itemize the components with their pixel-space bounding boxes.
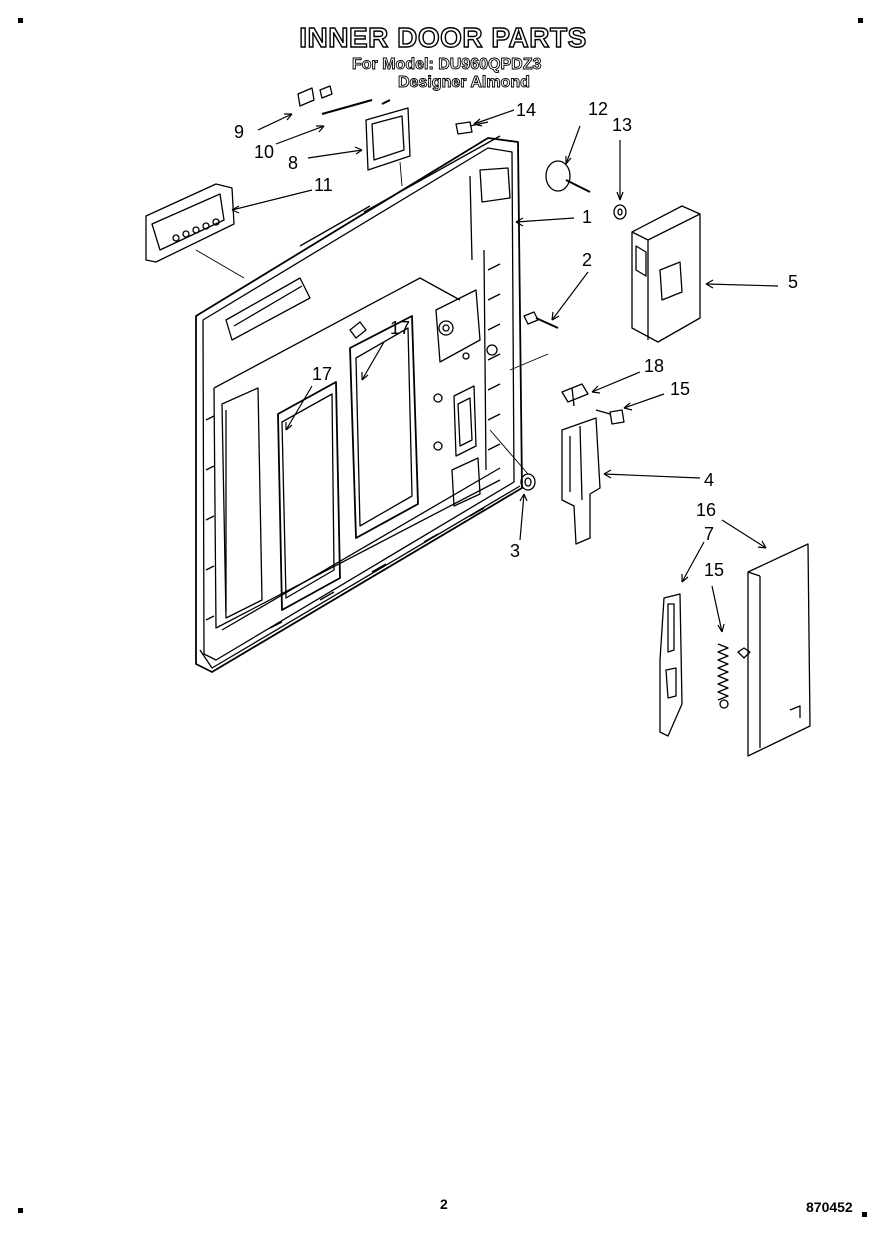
latch-housing-part-5 — [631, 205, 701, 343]
pin-part-2 — [523, 311, 559, 329]
corner-mark-top-left — [18, 18, 23, 23]
model-number: For Model: DU960QPDZ3 — [352, 56, 542, 74]
knob-part-13 — [545, 160, 591, 193]
callout-15-top: 14 — [516, 100, 537, 120]
inner-door-panel — [195, 135, 523, 673]
callout-17-left: 17 — [312, 364, 333, 384]
callout-12: 11 — [314, 175, 333, 195]
callout-arrows — [231, 109, 779, 633]
callout-3: 3 — [510, 541, 521, 561]
screw-part-15-top — [455, 121, 489, 135]
model-color: Designer Almond — [398, 74, 531, 92]
screw-part-15-right — [595, 409, 625, 425]
link-arm-part-7 — [659, 593, 683, 737]
corner-mark-bottom-right — [862, 1212, 867, 1217]
callout-10: 9 — [234, 122, 245, 142]
callout-4: 4 — [704, 470, 715, 490]
corner-mark-top-right — [858, 18, 863, 23]
vent-panel-part-16 — [737, 543, 811, 757]
callout-17-right: 17 — [390, 318, 411, 338]
callout-2: 2 — [582, 250, 593, 270]
diagram-title: INNER DOOR PARTS — [299, 21, 587, 53]
part-9-cover — [365, 107, 411, 171]
callout-9: 8 — [288, 153, 299, 173]
callout-18: 18 — [644, 356, 665, 376]
spring-part-8 — [717, 643, 729, 709]
part-11-rod — [321, 99, 391, 115]
latch-lever-part-4 — [561, 417, 601, 545]
callout-7: 7 — [704, 524, 715, 544]
document-number: 870452 — [806, 1199, 853, 1215]
callout-14: 13 — [612, 115, 633, 135]
callout-8: 15 — [704, 560, 725, 580]
corner-mark-bottom-left — [18, 1208, 23, 1213]
control-bracket-part-12 — [145, 183, 235, 263]
washer-part-14 — [613, 204, 627, 220]
page-number: 2 — [440, 1196, 448, 1212]
bumper-part-3 — [520, 473, 536, 491]
callout-16: 16 — [696, 500, 717, 520]
callout-1: 1 — [582, 207, 593, 227]
callout-13: 12 — [588, 99, 609, 119]
callout-5: 5 — [788, 272, 799, 292]
assembly-leader-lines — [195, 161, 549, 475]
clip-part-18 — [561, 383, 589, 407]
callout-15-right: 15 — [670, 379, 691, 399]
callout-11: 10 — [254, 142, 275, 162]
part-10-spring — [297, 85, 333, 107]
